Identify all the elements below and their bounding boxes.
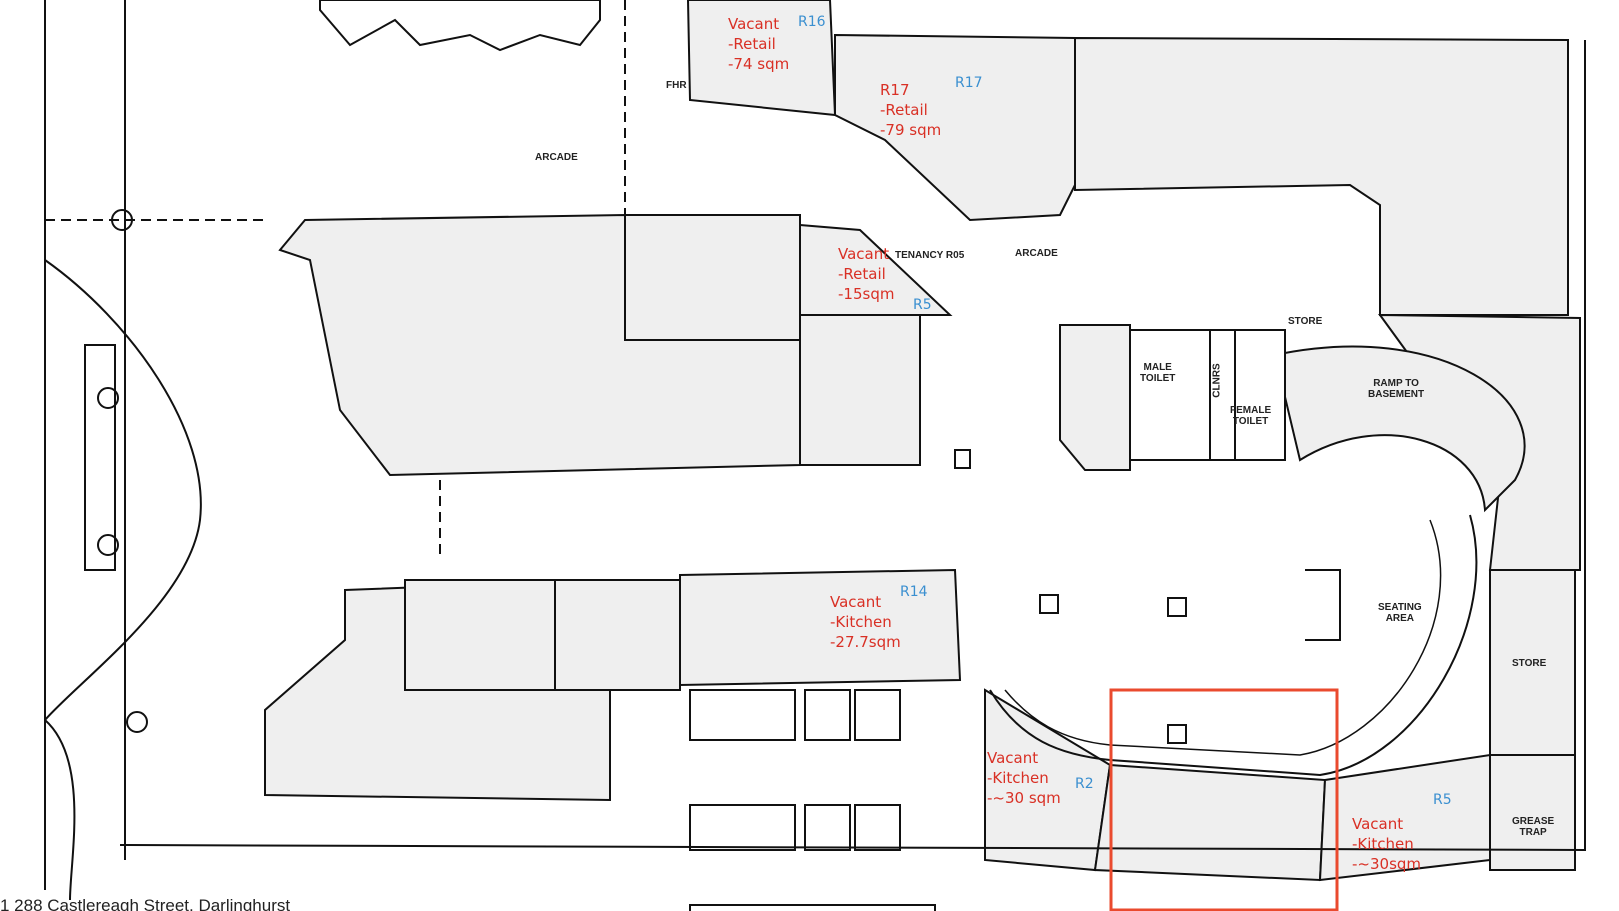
- unit-central-lower-right: [799, 314, 921, 466]
- arcade-label: ARCADE: [535, 152, 578, 163]
- unit-note: Vacant -Retail -74 sqm: [728, 15, 790, 73]
- female-toilet-label: FEMALE TOILET: [1230, 405, 1272, 427]
- unit-large-right-top: [1074, 36, 1569, 316]
- unit-tag: R5: [913, 297, 932, 313]
- unit-tag: R2: [1075, 776, 1094, 792]
- unit-note: R17 -Retail -79 sqm: [880, 81, 942, 139]
- ramp-to-basement: [1273, 345, 1526, 513]
- unit-tag: R14: [900, 584, 928, 600]
- grease-trap-label: GREASE TRAP: [1512, 816, 1555, 838]
- unit-note: Vacant -Retail -15sqm: [838, 245, 895, 303]
- unit-tag: R16: [798, 14, 826, 30]
- unit-lower-mid: [404, 579, 556, 691]
- male-toilet-label: MALE TOILET: [1140, 362, 1176, 384]
- unit-note: Vacant -Kitchen -~30sqm: [1352, 815, 1422, 873]
- arcade-label: ARCADE: [1015, 248, 1058, 259]
- plan-caption: 1 288 Castlereagh Street, Darlinghurst: [0, 896, 291, 911]
- store-label: STORE: [1512, 658, 1547, 669]
- seating-curve: [989, 514, 1478, 777]
- unit-note: Vacant -Kitchen -~30 sqm: [987, 749, 1061, 807]
- store-label: STORE: [1288, 316, 1323, 327]
- unit-central-right: [624, 214, 801, 341]
- toilet-annex: [1059, 324, 1131, 471]
- unit-r17: [834, 33, 1076, 222]
- building-top-left: [319, 0, 601, 52]
- unit-r5-retail: [799, 223, 953, 316]
- fhr-label: FHR: [666, 80, 687, 91]
- unit-tag: R5: [1433, 792, 1452, 808]
- female-toilet: [1234, 329, 1286, 461]
- ramp-label: RAMP TO BASEMENT: [1368, 378, 1425, 400]
- unit-highlighted: [1093, 763, 1327, 882]
- unit-grease-trap: [1489, 754, 1576, 871]
- unit-r14: [679, 568, 962, 687]
- seating-area-label: SEATING AREA: [1378, 602, 1422, 624]
- tenancy-label: TENANCY R05: [895, 250, 965, 261]
- highlight-box: [1109, 688, 1339, 911]
- cleaners-label: CLNRS: [1211, 363, 1223, 398]
- unit-store-right: [1489, 569, 1576, 756]
- unit-lower-mid2: [554, 579, 681, 691]
- unit-tag: R17: [955, 75, 983, 91]
- male-toilet: [1129, 329, 1211, 461]
- unit-note: Vacant -Kitchen -27.7sqm: [830, 593, 901, 651]
